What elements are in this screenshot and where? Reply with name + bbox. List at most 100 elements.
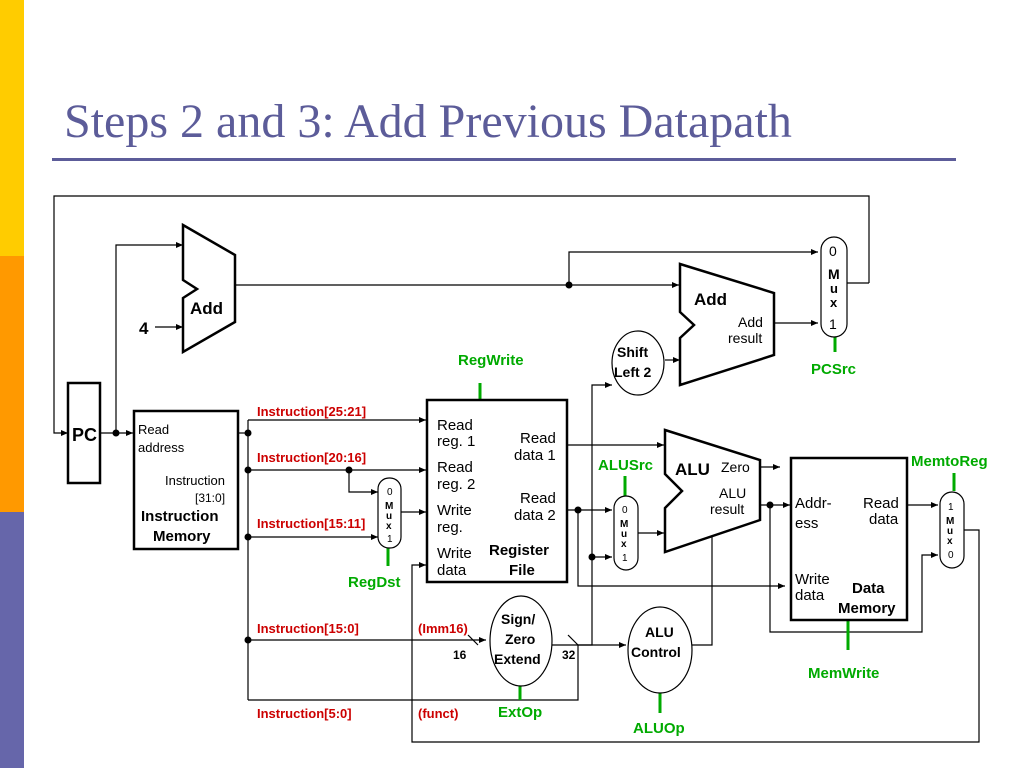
alusrc-mux-m: M xyxy=(620,519,628,530)
alu-result-label-2: result xyxy=(710,501,744,517)
alu-label: ALU xyxy=(675,460,710,479)
rf-rr1-a: Read xyxy=(437,417,473,434)
field-15-11: Instruction[15:11] xyxy=(257,516,365,531)
signal-memtoreg: MemtoReg xyxy=(911,453,988,470)
rf-wr-a: Write xyxy=(437,502,472,519)
adder-label: Add xyxy=(190,299,223,318)
rf-rd2-a: Read xyxy=(520,490,556,507)
memtoreg-mux-x: x xyxy=(947,536,953,547)
field-imm16: (Imm16) xyxy=(418,621,468,636)
rf-rd1-b: data 1 xyxy=(514,447,556,464)
const-four: 4 xyxy=(139,319,149,338)
alusrc-mux-x: x xyxy=(621,539,627,550)
junction-dots xyxy=(112,281,774,644)
pc-mux-x: x xyxy=(830,295,838,310)
rf-wr-b: reg. xyxy=(437,519,463,536)
regdst-mux-top: 0 xyxy=(387,487,393,498)
wires xyxy=(53,195,980,743)
dmem-addr-1: Addr- xyxy=(795,495,832,512)
regdst-mux-x: x xyxy=(386,521,392,532)
regdst-mux-m: M xyxy=(385,501,393,512)
memtoreg-mux-m: M xyxy=(946,516,954,527)
alu: ALU Zero ALU result xyxy=(663,428,762,554)
alu-control: ALU Control xyxy=(627,606,693,694)
dmem-addr-2: ess xyxy=(795,515,818,532)
pc-mux-1: 1 xyxy=(829,316,837,332)
aluctl-label-2: Control xyxy=(631,644,681,660)
slide-title: Steps 2 and 3: Add Previous Datapath xyxy=(64,95,792,148)
alusrc-mux-u: u xyxy=(621,529,627,540)
ext-label-1: Sign/ xyxy=(501,611,535,627)
pc-mux: 0 M u x 1 xyxy=(820,236,848,338)
register-file: Read reg. 1 Read reg. 2 Write reg. Write… xyxy=(425,398,569,584)
instruction-field-labels: Instruction[25:21] Instruction[20:16] In… xyxy=(257,404,468,721)
signal-memwrite: MemWrite xyxy=(808,665,879,682)
field-20-16: Instruction[20:16] xyxy=(257,450,366,465)
imem-instruction-label: Instruction xyxy=(165,473,225,488)
imem-bits-label: [31:0] xyxy=(195,491,225,505)
signal-pcsrc: PCSrc xyxy=(811,361,856,378)
rf-wd-b: data xyxy=(437,562,467,579)
rf-rr2-a: Read xyxy=(437,459,473,476)
imem-name-1: Instruction xyxy=(141,508,219,525)
pc-adder: Add xyxy=(181,222,237,355)
field-15-0: Instruction[15:0] xyxy=(257,621,359,636)
control-signal-labels: RegWrite RegDst ALUSrc PCSrc MemtoReg Me… xyxy=(348,352,988,737)
regdst-mux-bot: 1 xyxy=(387,534,393,545)
alu-zero-label: Zero xyxy=(721,459,750,475)
accent-band-orange xyxy=(0,256,24,512)
ext-label-2: Zero xyxy=(505,631,535,647)
regdst-mux-u: u xyxy=(386,511,392,522)
add-result-label-1: Add xyxy=(738,314,763,330)
rf-name-1: Register xyxy=(489,542,549,559)
memtoreg-mux-bot: 0 xyxy=(948,550,954,561)
branch-adder-label: Add xyxy=(694,290,727,309)
sign-zero-extend: Sign/ Zero Extend xyxy=(489,595,553,687)
accent-band-yellow xyxy=(0,0,24,256)
rf-rr1-b: reg. 1 xyxy=(437,433,475,450)
shift-label-2: Left 2 xyxy=(614,364,652,380)
field-5-0: Instruction[5:0] xyxy=(257,706,352,721)
control-lines xyxy=(386,337,956,713)
rf-rd1-a: Read xyxy=(520,430,556,447)
alusrc-mux: 0 M u x 1 xyxy=(613,495,639,571)
signal-regdst: RegDst xyxy=(348,574,401,591)
dmem-read-2: data xyxy=(869,511,899,528)
alusrc-mux-top: 0 xyxy=(622,505,628,516)
shift-label-1: Shift xyxy=(617,344,648,360)
branch-adder: Add Add result xyxy=(678,262,776,387)
pc-register: PC xyxy=(66,381,102,485)
signal-regwrite: RegWrite xyxy=(458,352,524,369)
aluctl-label-1: ALU xyxy=(645,624,674,640)
instruction-memory: Read address Instruction [31:0] Instruct… xyxy=(132,409,240,551)
dmem-write-1: Write xyxy=(795,571,830,588)
alusrc-mux-bot: 1 xyxy=(622,553,628,564)
regdst-mux: 0 M u x 1 xyxy=(377,477,402,549)
ext-label-3: Extend xyxy=(494,651,541,667)
pc-mux-0: 0 xyxy=(829,243,837,259)
signal-aluop: ALUOp xyxy=(633,720,685,737)
dmem-name-2: Memory xyxy=(838,600,896,617)
memtoreg-mux-top: 1 xyxy=(948,502,954,513)
rf-name-2: File xyxy=(509,562,535,579)
dmem-write-2: data xyxy=(795,587,825,604)
add-result-label-2: result xyxy=(728,330,762,346)
shift-left-2: Shift Left 2 xyxy=(611,330,665,396)
data-memory: Addr- ess Read data Write data Data Memo… xyxy=(789,456,909,622)
imem-name-2: Memory xyxy=(153,528,211,545)
signal-extop: ExtOp xyxy=(498,704,542,721)
width-32-label: 32 xyxy=(562,648,576,662)
memtoreg-mux: 1 M u x 0 xyxy=(939,491,965,569)
imem-address-label: address xyxy=(138,440,185,455)
memtoreg-mux-u: u xyxy=(947,526,953,537)
rf-wd-a: Write xyxy=(437,545,472,562)
title-rule xyxy=(52,158,956,161)
pc-mux-u: u xyxy=(830,281,838,296)
field-funct: (funct) xyxy=(418,706,458,721)
field-25-21: Instruction[25:21] xyxy=(257,404,366,419)
alu-result-label-1: ALU xyxy=(719,485,746,501)
pc-label: PC xyxy=(72,425,97,445)
imem-read-label: Read xyxy=(138,422,169,437)
rf-rd2-b: data 2 xyxy=(514,507,556,524)
rf-rr2-b: reg. 2 xyxy=(437,476,475,493)
